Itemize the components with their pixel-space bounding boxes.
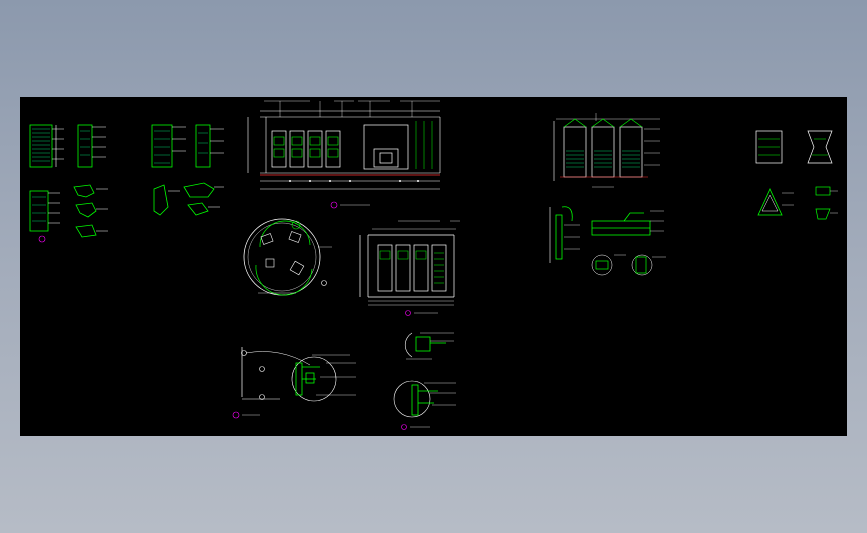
sheet-d-circular-plan (243, 218, 332, 296)
sheet-j-far-right-details (755, 130, 838, 220)
sheet-e-cabinet-elevation (359, 220, 460, 316)
sheet-f-curved-wall-detail (232, 347, 356, 419)
sheet-b-section-details (151, 124, 224, 216)
sheet-i-section-detail (549, 206, 666, 276)
sheet-a-section-details (29, 124, 108, 243)
sheet-c-main-elevation (247, 100, 441, 209)
sheet-h-right-elevation (553, 113, 660, 188)
cad-drawing (29, 100, 838, 430)
cad-drawing-viewport[interactable] (20, 97, 847, 436)
sheet-g-node-details (393, 332, 456, 430)
